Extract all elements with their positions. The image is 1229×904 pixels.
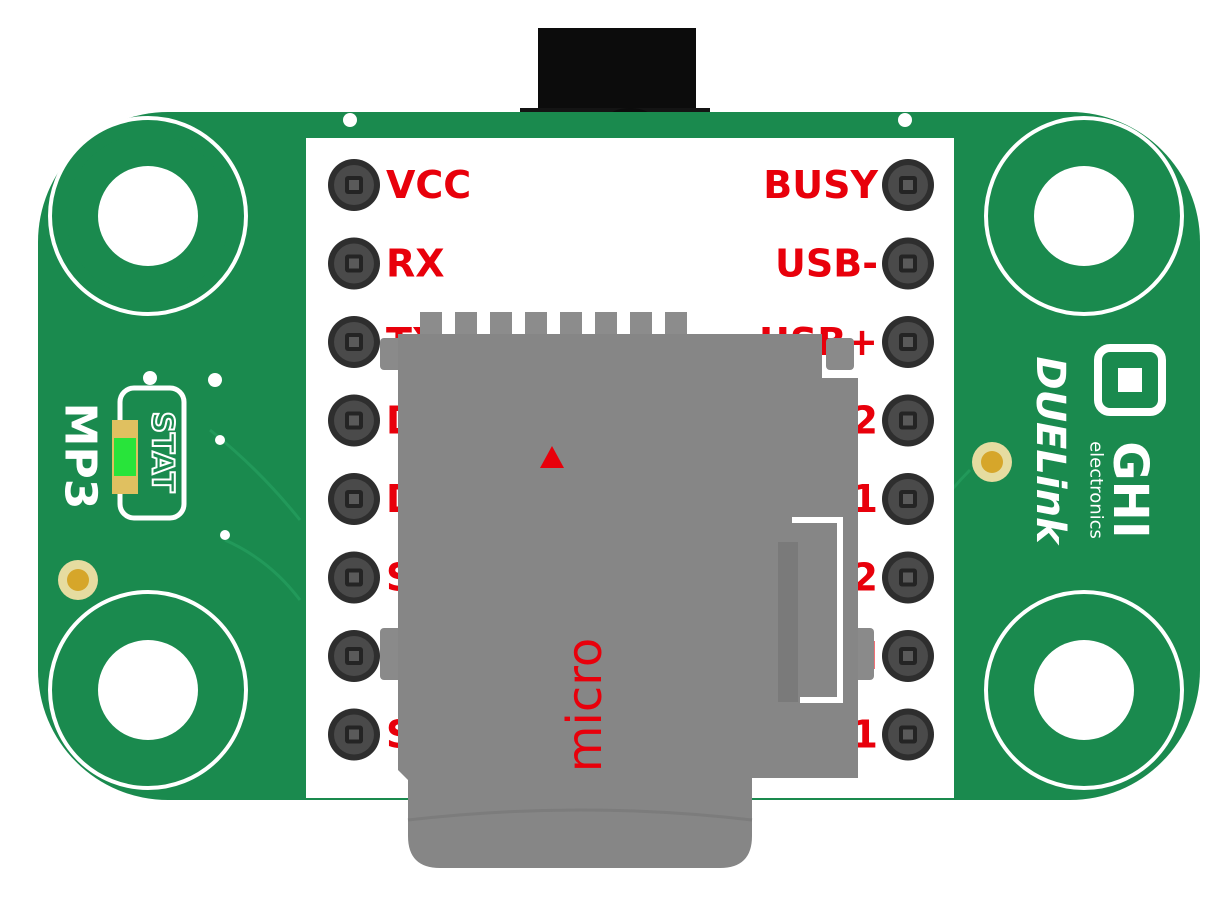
left-pin-8 <box>328 708 380 761</box>
hole-ring <box>984 116 1184 316</box>
mounting-hole-top-left <box>48 116 248 316</box>
test-pads <box>58 442 1012 600</box>
left-pin-5 <box>328 473 380 525</box>
pin-tip <box>349 180 359 190</box>
ghi-logo-icon <box>1094 344 1166 416</box>
right-pin-label-2: USB- <box>775 242 878 286</box>
pin-tip <box>349 415 359 426</box>
mounting-hole-bottom-left <box>48 590 248 790</box>
right-pin-6 <box>882 551 934 604</box>
mounting-holes <box>48 116 1184 790</box>
right-pin-7 <box>882 630 934 682</box>
sd-card-label: micro <box>557 638 613 773</box>
right-pin-3 <box>882 316 934 368</box>
via <box>898 113 912 127</box>
trace <box>224 538 302 601</box>
pin-tip <box>903 651 913 661</box>
pin-tip <box>349 494 359 504</box>
micro-sd-slot: micro <box>380 312 874 868</box>
pin-tip <box>349 651 359 661</box>
pin-tip <box>903 415 913 426</box>
left-pin-1 <box>328 159 380 211</box>
right-pin-5 <box>882 473 934 525</box>
mounting-hole-bottom-right <box>984 590 1184 790</box>
vias <box>143 113 912 540</box>
logo-mark <box>1094 344 1166 416</box>
hole <box>98 640 198 740</box>
brand-logo: GHI electronics DUELink <box>1027 344 1166 546</box>
pin-tip <box>903 729 913 740</box>
brand-ghi: GHI <box>1102 441 1158 538</box>
audio-jack-body <box>538 28 696 118</box>
stat-label: STAT <box>145 411 180 493</box>
pin-tip <box>349 572 359 583</box>
hole <box>98 166 198 266</box>
pin-tip <box>349 258 359 269</box>
left-pin-4 <box>328 394 380 447</box>
brand-duelink: DUELink <box>1027 356 1073 546</box>
via <box>343 113 357 127</box>
pin-tip <box>903 572 913 583</box>
via <box>215 435 225 445</box>
board-name-label: MP3 <box>55 403 106 510</box>
pin-tip <box>903 258 913 269</box>
left-pin-6 <box>328 551 380 604</box>
right-pin-2 <box>882 237 934 290</box>
test-pad-left-center <box>67 569 89 591</box>
via <box>208 373 222 387</box>
hole-ring <box>984 590 1184 790</box>
sd-tab-right-top <box>826 338 854 370</box>
hole-ring <box>48 590 248 790</box>
right-pin-label-1: BUSY <box>763 163 878 207</box>
mounting-hole-top-right <box>984 116 1184 316</box>
sd-latch-spring <box>792 517 843 703</box>
sd-latch-bar <box>778 542 798 702</box>
via <box>220 530 230 540</box>
left-pin-label-2: RX <box>386 242 445 286</box>
hole <box>1034 166 1134 266</box>
right-pin-8 <box>882 708 934 761</box>
logo-mark-center <box>1118 368 1142 392</box>
left-pin-3 <box>328 316 380 368</box>
via <box>143 371 157 385</box>
pin-tip <box>349 337 359 347</box>
pin-tip <box>903 337 913 347</box>
sd-card-body <box>398 334 858 868</box>
test-pad-right-center <box>981 451 1003 473</box>
stat-led-area: STAT MP3 <box>55 385 187 521</box>
pin-tip <box>903 494 913 504</box>
brand-electronics: electronics <box>1086 441 1107 539</box>
right-pin-4 <box>882 394 934 447</box>
sd-arrow-icon <box>540 446 564 468</box>
left-pin-7 <box>328 630 380 682</box>
hole-ring <box>48 116 248 316</box>
left-pin-2 <box>328 237 380 290</box>
hole <box>1034 640 1134 740</box>
pin-tip <box>903 180 913 190</box>
sd-card-edge <box>407 808 753 822</box>
right-pin-1 <box>882 159 934 211</box>
left-pin-label-1: VCC <box>386 163 471 207</box>
status-led <box>114 438 136 476</box>
pin-tip <box>349 729 359 740</box>
